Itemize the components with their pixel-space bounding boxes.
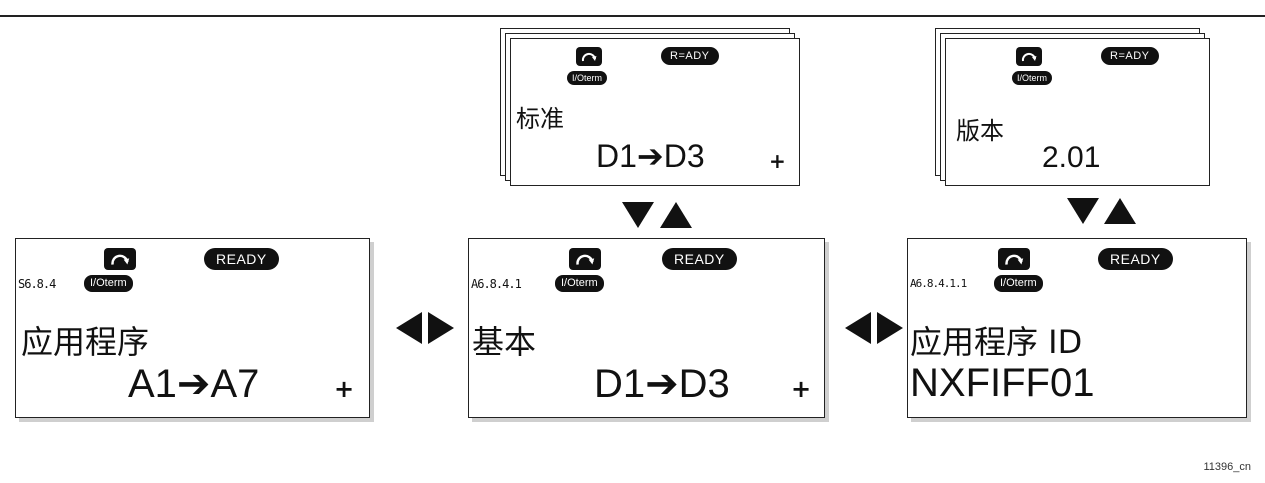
panel-title: 标准 <box>516 105 564 133</box>
io-term-badge: I/Oterm <box>567 71 608 85</box>
figure-id: 11396_cn <box>1203 461 1251 473</box>
menu-code: A6.8.4.1 <box>471 277 522 291</box>
top-center-panel: R=ADY I/Oterm 标准 D1➔D3 + <box>510 38 800 186</box>
panel-value: D1➔D3 <box>596 138 705 174</box>
status-badge: R=ADY <box>661 47 719 65</box>
status-badge: READY <box>1098 248 1173 270</box>
io-term-badge: I/Oterm <box>994 275 1043 292</box>
arrow-down-icon <box>622 202 654 228</box>
panel-title: 应用程序 ID <box>910 323 1083 361</box>
nav-plus-icon: + <box>791 375 812 403</box>
left-panel: READY S6.8.4 I/Oterm 应用程序 A1➔A7 + <box>15 238 370 418</box>
right-panel: READY A6.8.4.1.1 I/Oterm 应用程序 ID NXFIFF0… <box>907 238 1247 418</box>
arrow-up-icon <box>660 202 692 228</box>
panel-value: A1➔A7 <box>128 362 260 406</box>
panel-title: 版本 <box>956 117 1004 145</box>
rotation-icon <box>569 248 601 270</box>
nav-plus-icon: + <box>334 375 355 403</box>
panel-value: NXFIFF01 <box>910 361 1095 405</box>
arrow-up-icon <box>1104 198 1136 224</box>
arrow-left-icon <box>396 312 422 344</box>
top-rule <box>0 15 1265 17</box>
center-panel: READY A6.8.4.1 I/Oterm 基本 D1➔D3 + <box>468 238 825 418</box>
io-term-badge: I/Oterm <box>555 275 604 292</box>
status-badge: R=ADY <box>1101 47 1159 65</box>
io-term-badge: I/Oterm <box>84 275 133 292</box>
panel-value: D1➔D3 <box>594 362 730 406</box>
top-right-panel: R=ADY I/Oterm 版本 2.01 <box>945 38 1210 186</box>
panel-value: 2.01 <box>1042 141 1101 174</box>
arrow-left-icon <box>845 312 871 344</box>
arrow-right-icon <box>877 312 903 344</box>
io-term-badge: I/Oterm <box>1012 71 1053 85</box>
arrow-down-icon <box>1067 198 1099 224</box>
status-badge: READY <box>662 248 737 270</box>
nav-plus-icon: + <box>769 149 786 173</box>
status-badge: READY <box>204 248 279 270</box>
arrow-right-icon <box>428 312 454 344</box>
panel-title: 基本 <box>472 323 537 361</box>
rotation-icon <box>576 47 602 66</box>
rotation-icon <box>1016 47 1042 66</box>
rotation-icon <box>104 248 136 270</box>
menu-code: A6.8.4.1.1 <box>910 277 967 290</box>
rotation-icon <box>998 248 1030 270</box>
panel-title: 应用程序 <box>21 323 150 361</box>
menu-code: S6.8.4 <box>18 277 56 291</box>
